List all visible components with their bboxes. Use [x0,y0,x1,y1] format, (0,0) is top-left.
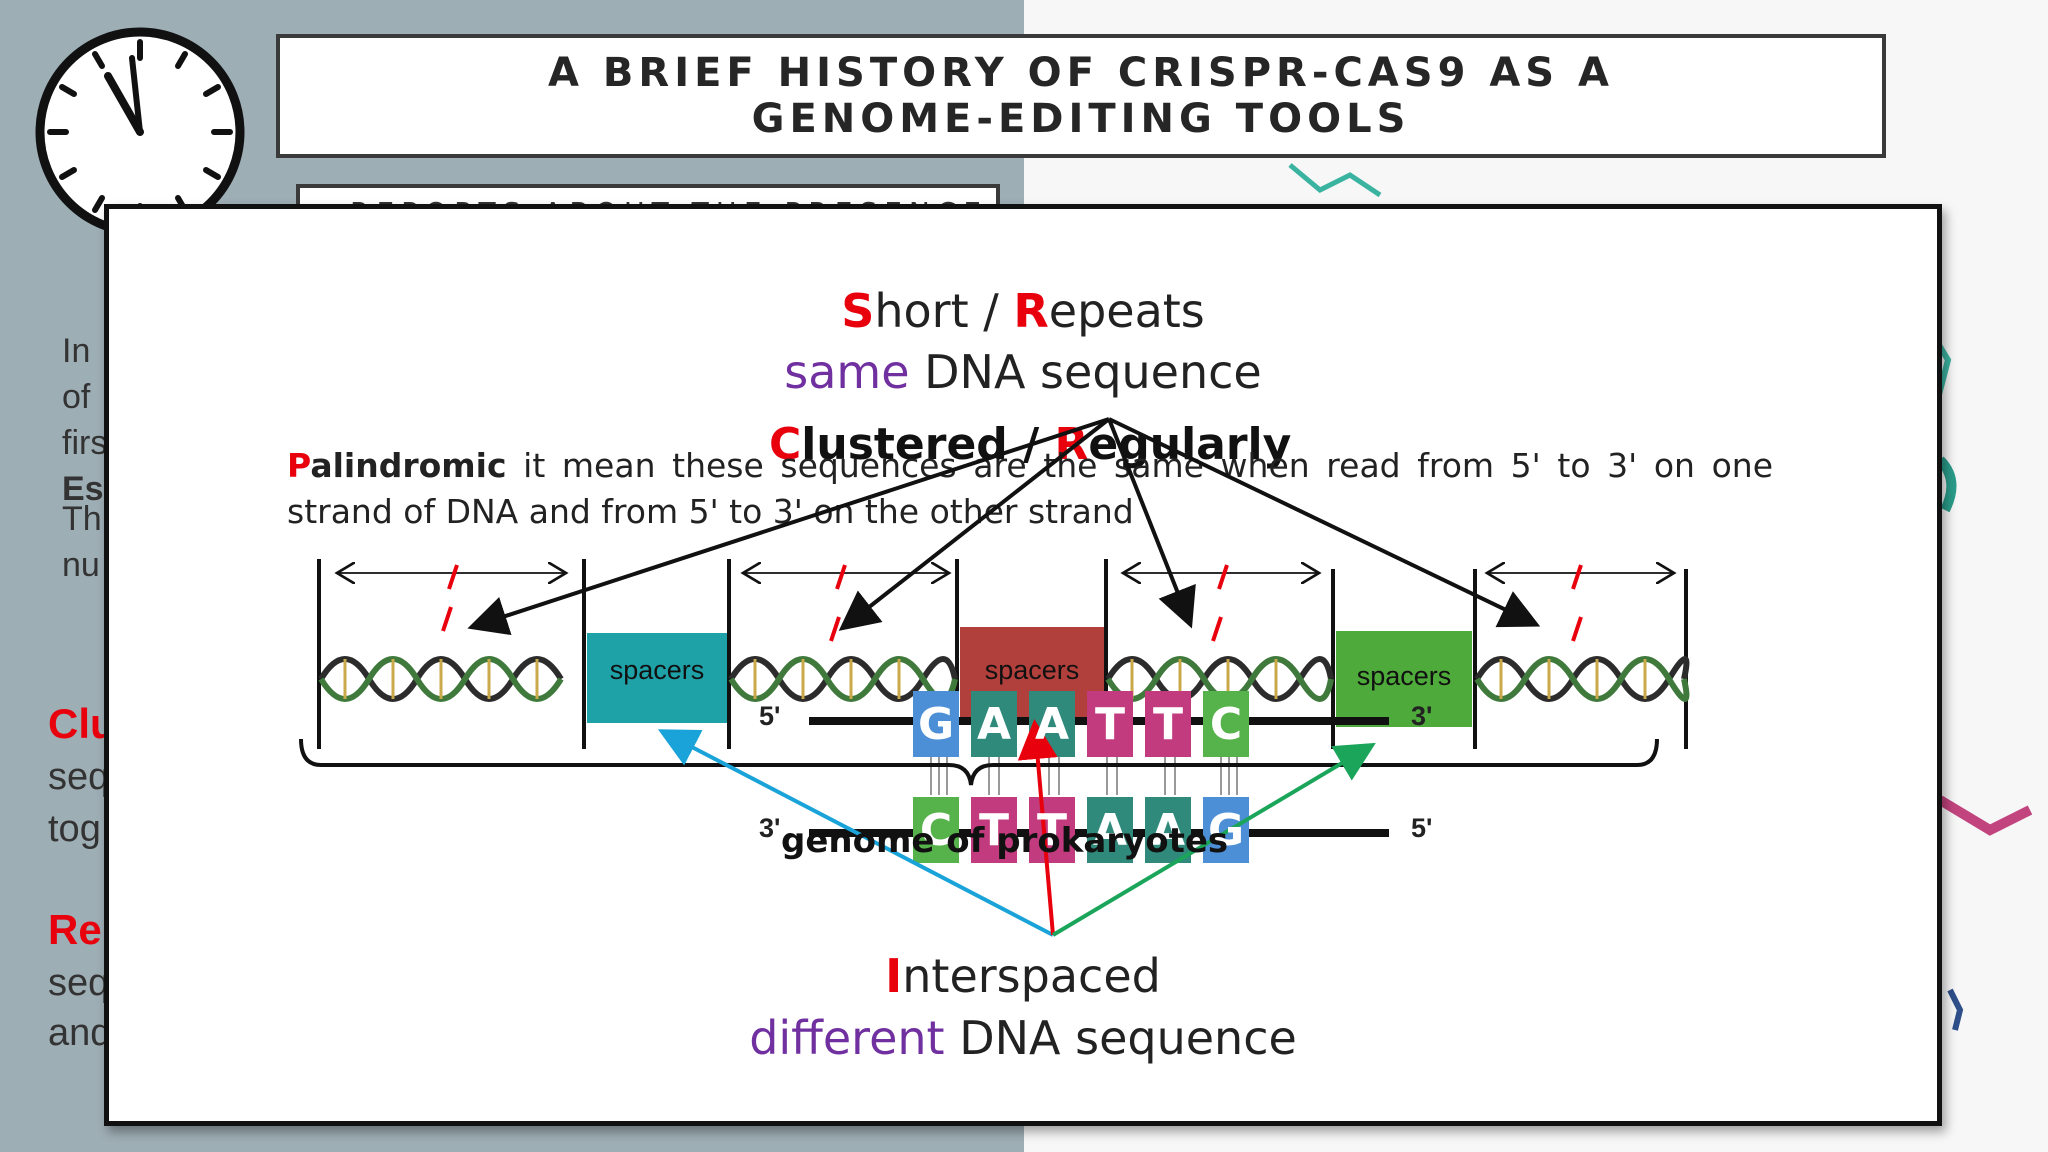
short-sep: / [968,284,1014,338]
same-dna-line: same DNA sequence [109,345,1937,399]
bottom-base: G [1207,805,1245,856]
repeat-pointer-arrows [467,417,1541,636]
left-re-line-1: seq [48,962,110,1004]
left-re-line-2: and [48,1012,112,1054]
bottom-base: A [1092,805,1128,856]
interspaced-rest: nterspaced [902,949,1161,1003]
bottom-strand-5prime: 5' [1411,813,1433,843]
spacer-label-3: spacers [1356,661,1452,691]
base-pair-connectors [930,757,1238,795]
genome-brace [299,738,1659,786]
palindromic-definition: Palindromic it mean these sequences are … [287,443,1773,535]
top-strand-5prime: 5' [759,701,781,731]
left-fragment-2: of [62,378,91,416]
left-clu-line-1: seq [48,756,110,798]
top-base: T [1094,699,1125,750]
top-base: C [1209,699,1243,750]
short-rest: hort [874,284,969,338]
top-base: A [976,699,1012,750]
left-fragment-6: nu [62,546,100,584]
same-word: same [784,345,910,399]
top-base: A [1034,699,1070,750]
repeats-rest: epeats [1048,284,1205,338]
bottom-base-tiles [913,797,1249,863]
bottom-base: T [1036,805,1067,856]
helix-4 [1474,656,1690,702]
top-strand-3prime: 3' [1411,701,1433,731]
short-repeats-heading: Short / Repeats [109,284,1937,338]
left-clu-line-2: tog [48,808,101,850]
clustered-regularly-heading: Clustered / Regularly [769,419,1291,470]
palindromic-word: alindromic [310,446,507,485]
left-fragment-3: firs [62,424,108,462]
palindromic-initial: P [287,446,311,485]
bottom-strand-3prime: 3' [759,813,781,843]
helix-2 [728,656,958,702]
bottom-base: T [978,805,1009,856]
different-word: different [749,1011,945,1065]
genome-of-prokaryotes-label: genome of prokaryotes [781,821,1229,861]
top-base: T [1152,699,1183,750]
left-re-heading: Re [48,906,102,953]
interspaced-initial: I [885,949,903,1003]
clustered-initial: C [769,419,802,470]
palindromic-text: it mean these sequences are the same whe… [287,446,1773,531]
left-fragment-5: Th [62,500,102,538]
left-fragment-1: In [62,332,91,370]
bottom-base: C [919,805,953,856]
helix-1 [318,656,564,702]
slide-title-box: A BRIEF HISTORY OF CRISPR-CAS9 AS A GENO… [276,34,1886,158]
different-rest: DNA sequence [944,1011,1297,1065]
spacer-label-1: spacers [609,655,705,685]
short-initial: S [841,284,875,338]
spacer-block-3 [1336,631,1472,727]
slide-title: A BRIEF HISTORY OF CRISPR-CAS9 AS A GENO… [548,50,1614,142]
different-dna-line: different DNA sequence [109,1011,1937,1065]
spacer-arrow-green [1051,742,1376,937]
crispr-diagram-overlay: Short / Repeats same DNA sequence Cluste… [104,204,1942,1126]
spacer-arrow-red [1017,719,1058,936]
spacer-block-1 [587,633,727,723]
crispr-array-diagram [299,417,1690,937]
spacer-label-2: spacers [984,655,1080,685]
top-base: G [917,699,955,750]
interspaced-heading: Interspaced [109,949,1937,1003]
spacer-arrow-blue [657,729,1054,937]
same-rest: DNA sequence [909,345,1262,399]
red-break-marks [441,564,1583,642]
bottom-base: A [1150,805,1186,856]
repeats-initial: R [1013,284,1049,338]
